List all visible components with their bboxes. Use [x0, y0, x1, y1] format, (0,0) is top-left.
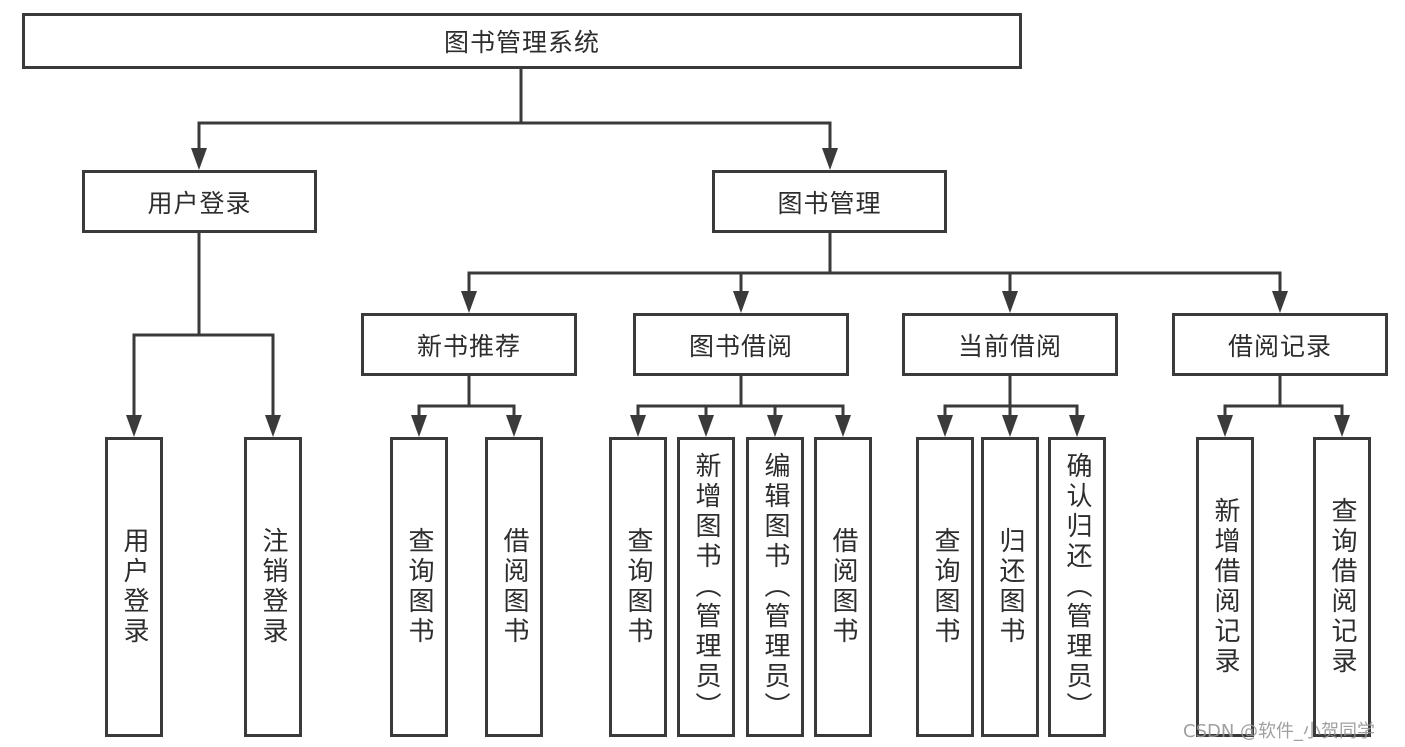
leaf-user-login: 用户登录	[105, 437, 163, 737]
node-new-book-recommend-label: 新书推荐	[416, 331, 521, 361]
leaf-query-books-borrowing-label: 查询图书	[623, 527, 653, 647]
leaf-return-books-label: 归还图书	[995, 527, 1025, 647]
leaf-edit-books-admin: 编辑图书（管理员）	[746, 437, 804, 737]
node-user-login-label: 用户登录	[147, 188, 252, 218]
leaf-borrow-books-recommend: 借阅图书	[485, 437, 543, 737]
leaf-add-borrow-record: 新增借阅记录	[1196, 437, 1254, 737]
leaf-query-books-recommend-label: 查询图书	[404, 527, 434, 647]
node-book-borrowing-label: 图书借阅	[688, 331, 793, 361]
leaf-borrow-books-recommend-label: 借阅图书	[499, 527, 529, 647]
node-book-management: 图书管理	[712, 170, 947, 233]
leaf-return-books: 归还图书	[981, 437, 1039, 737]
node-new-book-recommend: 新书推荐	[361, 313, 577, 376]
leaf-confirm-return-admin: 确认归还（管理员）	[1048, 437, 1106, 737]
node-current-borrowing: 当前借阅	[902, 313, 1118, 376]
csdn-watermark: CSDN @软件_小贺同学	[1183, 721, 1376, 742]
arrowhead-icons	[126, 148, 1350, 437]
node-user-login: 用户登录	[82, 170, 317, 233]
leaf-add-books-admin: 新增图书（管理员）	[677, 437, 735, 737]
node-book-management-label: 图书管理	[777, 188, 882, 218]
node-borrowing-records: 借阅记录	[1172, 313, 1388, 376]
leaf-user-login-label: 用户登录	[119, 527, 149, 647]
leaf-add-books-admin-label: 新增图书（管理员）	[691, 452, 721, 722]
leaf-query-books-current: 查询图书	[916, 437, 974, 737]
node-borrowing-records-label: 借阅记录	[1227, 331, 1332, 361]
leaf-query-borrow-record: 查询借阅记录	[1313, 437, 1371, 737]
node-root-system: 图书管理系统	[22, 13, 1022, 69]
leaf-confirm-return-admin-label: 确认归还（管理员）	[1062, 452, 1092, 722]
leaf-logout-label: 注销登录	[258, 527, 288, 647]
node-root-label: 图书管理系统	[443, 28, 600, 57]
leaf-query-borrow-record-label: 查询借阅记录	[1327, 497, 1357, 677]
leaf-add-borrow-record-label: 新增借阅记录	[1210, 497, 1240, 677]
leaf-logout: 注销登录	[244, 437, 302, 737]
leaf-edit-books-admin-label: 编辑图书（管理员）	[760, 452, 790, 722]
leaf-borrow-books: 借阅图书	[814, 437, 872, 737]
leaf-query-books-borrowing: 查询图书	[609, 437, 667, 737]
leaf-query-books-current-label: 查询图书	[930, 527, 960, 647]
leaf-query-books-recommend: 查询图书	[390, 437, 448, 737]
node-book-borrowing: 图书借阅	[633, 313, 849, 376]
node-current-borrowing-label: 当前借阅	[957, 331, 1062, 361]
leaf-borrow-books-label: 借阅图书	[828, 527, 858, 647]
